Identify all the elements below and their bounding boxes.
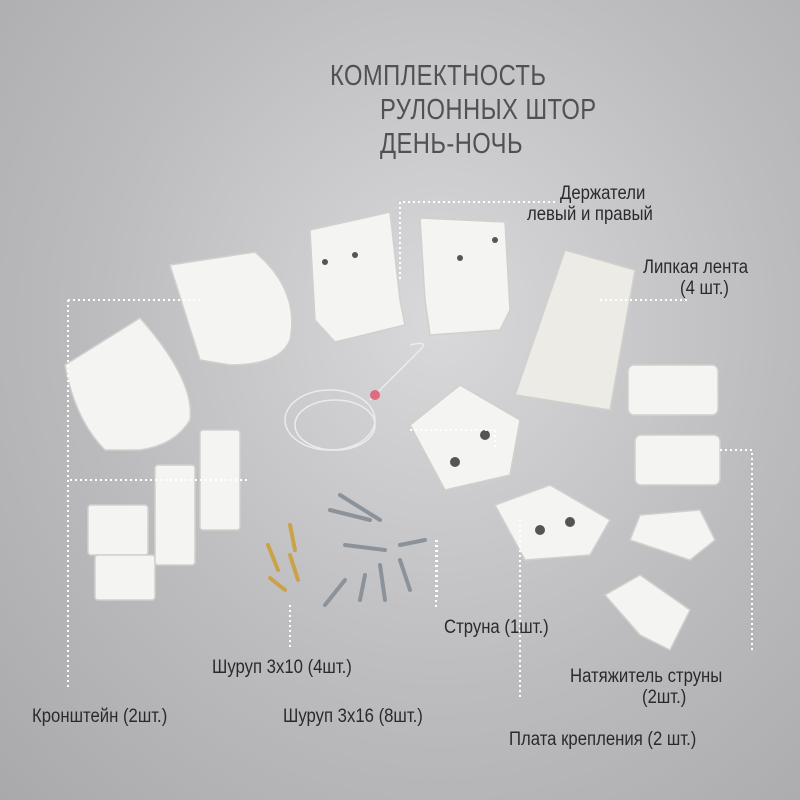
adhesive-tape [513, 249, 636, 411]
bracket [154, 464, 196, 566]
label-plate: Плата крепления (2 шт.) [509, 729, 697, 750]
label-holders-1: Держатели [560, 183, 646, 204]
leader-lines [67, 201, 753, 700]
label-tensioner-1: Натяжитель струны [570, 666, 723, 687]
holder-left [309, 211, 406, 343]
holder-right [419, 217, 511, 336]
screws-3x16 [323, 493, 427, 607]
label-holders-2: левый и правый [527, 204, 653, 225]
label-tape-2: (4 шт.) [680, 278, 729, 299]
screws-3x10 [266, 523, 300, 592]
bracket [94, 554, 156, 601]
mounting-plate [493, 484, 612, 561]
tensioner [634, 434, 721, 486]
bracket [87, 504, 149, 556]
tensioner [627, 364, 719, 416]
end-cap [169, 251, 293, 366]
end-cap [64, 317, 192, 451]
label-screw-3x10: Шуруп 3х10 (4шт.) [212, 657, 352, 678]
label-bracket: Кронштейн (2шт.) [32, 706, 168, 727]
tensioner [603, 574, 691, 652]
title-line-3: ДЕНЬ-НОЧЬ [380, 128, 523, 160]
title-line-1: КОМПЛЕКТНОСТЬ [330, 60, 547, 92]
label-tensioner-2: (2шт.) [642, 687, 687, 708]
tensioner [629, 509, 716, 561]
title-line-2: РУЛОННЫХ ШТОР [380, 94, 597, 126]
label-screw-3x16: Шуруп 3х16 (8шт.) [283, 706, 423, 727]
string-coil [284, 342, 425, 451]
mounting-plate [409, 384, 521, 491]
label-string: Струна (1шт.) [444, 617, 549, 638]
label-tape-1: Липкая лента [643, 257, 749, 278]
